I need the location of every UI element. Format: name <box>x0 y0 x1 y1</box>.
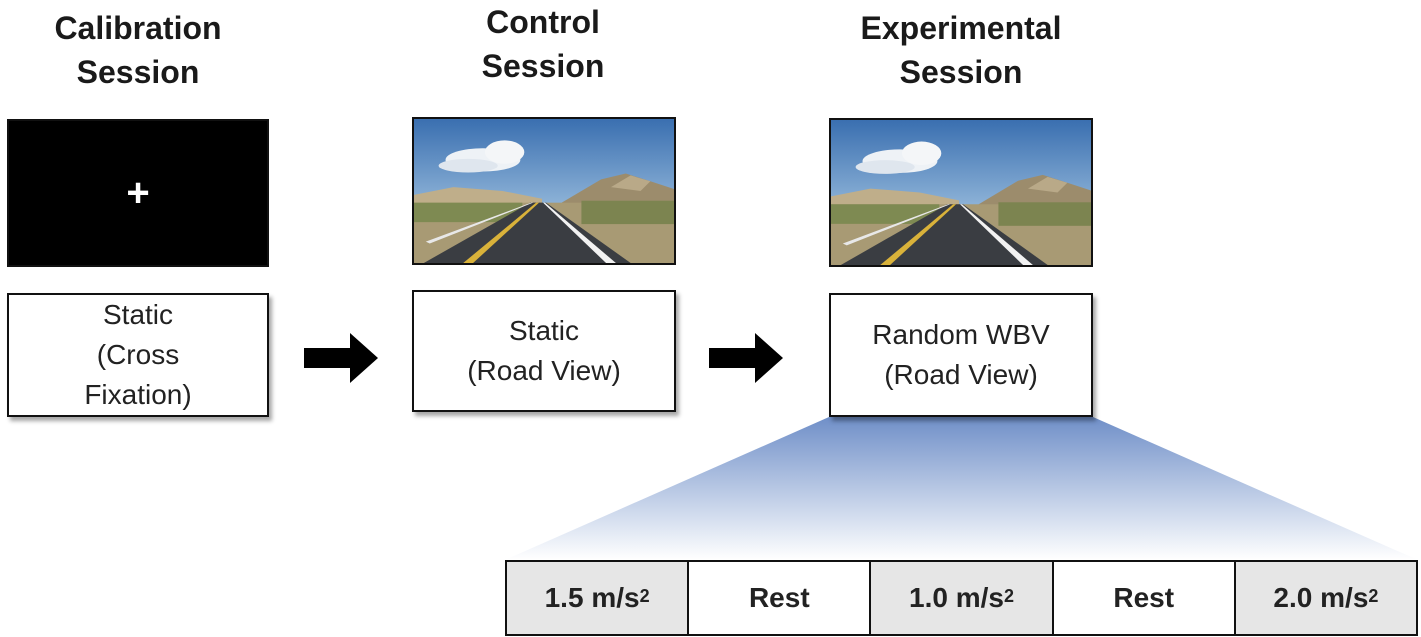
road-scene-image <box>831 120 1091 265</box>
road-view-screen <box>829 118 1093 267</box>
control-session-title: Control Session <box>481 4 605 84</box>
calibration-condition-box: Static (Cross Fixation) <box>7 293 269 417</box>
sequence-cell: Rest <box>1053 562 1236 634</box>
control-condition-box: Static (Road View) <box>412 290 676 412</box>
right-arrow-icon <box>304 333 378 383</box>
road-view-screen <box>412 117 676 265</box>
cross-fixation-icon: + <box>126 171 150 215</box>
calibration-session-title: Calibration Session <box>54 10 222 90</box>
cross-fixation-screen: + <box>7 119 269 267</box>
sequence-cell: Rest <box>689 562 872 634</box>
right-arrow-icon <box>709 333 783 383</box>
road-scene-image <box>414 119 674 263</box>
experimental-condition-box: Random WBV (Road View) <box>829 293 1093 417</box>
experimental-session-title: Experimental Session <box>860 10 1062 90</box>
